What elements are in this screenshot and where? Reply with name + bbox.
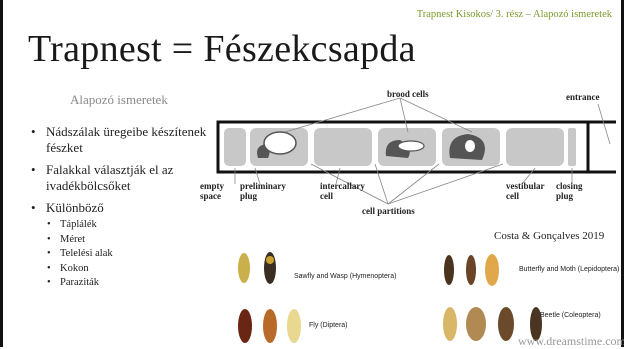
sub-bullet-item: Táplálék: [30, 218, 210, 233]
bullet-item: Nádszálak üregeibe készítenek fészket: [30, 124, 210, 156]
sub-bullet-item: Telelési alak: [30, 247, 210, 262]
larva: [398, 141, 424, 151]
closing-plug: [568, 128, 576, 166]
slide-header-breadcrumb: Trapnest Kisokos/ 3. rész – Alapozó isme…: [417, 9, 612, 20]
label-sawfly-wasp: Sawfly and Wasp (Hymenoptera): [294, 273, 396, 280]
label-fly: Fly (Diptera): [309, 322, 348, 329]
pupa-image: [287, 309, 301, 343]
sub-bullet-item: Paraziták: [30, 276, 210, 291]
insect-images: [228, 248, 558, 347]
pupa-image: [466, 307, 486, 341]
label-entrance: entrance: [566, 92, 600, 102]
pupa-image: [238, 309, 252, 343]
empty-space-cell: [224, 128, 246, 166]
pupa-image: [485, 254, 499, 286]
pupa-image: [263, 309, 277, 343]
pupa-image: [238, 253, 250, 283]
intercallary-cell: [314, 128, 372, 166]
bullet-list: Nádszálak üregeibe készítenek fészket Fa…: [30, 124, 210, 291]
pupa-image: [444, 255, 454, 285]
pupa-image: [443, 307, 457, 341]
pupa-image: [466, 255, 476, 285]
pupa-image: [498, 307, 514, 341]
slide-subtitle: Alapozó ismeretek: [70, 92, 168, 108]
label-butterfly-moth: Butterfly and Moth (Lepidoptera): [519, 266, 619, 273]
trapnest-diagram: brood cells entrance cell partitions emp…: [200, 86, 620, 216]
sub-bullet-item: Kokon: [30, 262, 210, 277]
label-brood-cells: brood cells: [387, 89, 429, 99]
slide-title: Trapnest = Fészekcsapda: [28, 27, 416, 71]
label-cell-partitions: cell partitions: [362, 206, 415, 216]
sub-bullet-item: Méret: [30, 233, 210, 248]
egg: [465, 140, 475, 152]
bullet-item: Falakkal választják el az ivadékbölcsőke…: [30, 162, 210, 194]
citation: Costa & Gonçalves 2019: [494, 230, 604, 242]
vestibular-cell: [506, 128, 564, 166]
bullet-item: Különböző: [30, 200, 210, 216]
larva: [264, 132, 296, 154]
label-beetle: Beetle (Coleoptera): [540, 312, 601, 319]
